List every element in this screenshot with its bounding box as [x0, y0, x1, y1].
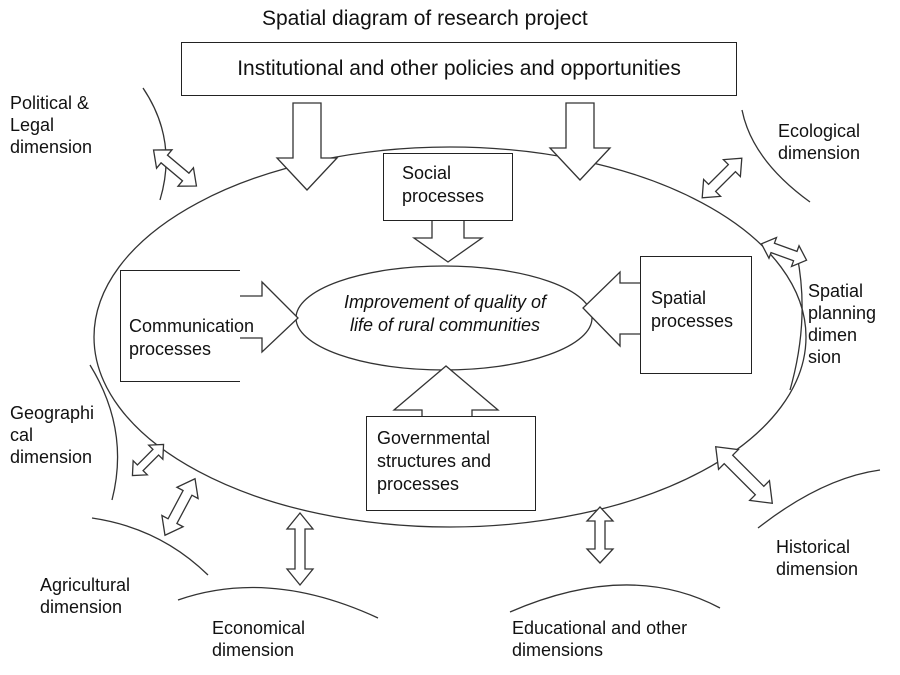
double-arrow-political	[152, 149, 198, 187]
historical-dimension-label: Historical dimension	[776, 537, 859, 579]
educational-dimension-label: Educational and other dimensions	[512, 618, 688, 660]
double-arrow-spatial-planning	[760, 236, 808, 268]
arc-ecological	[741, 109, 811, 203]
diagram-title: Spatial diagram of research project	[262, 7, 588, 30]
double-arrow-educational	[585, 506, 615, 564]
arc-economical	[177, 586, 379, 619]
arrow-spatial-left	[582, 270, 642, 348]
outer-ellipse	[93, 146, 807, 528]
arc-agricultural	[91, 517, 209, 576]
arc-political	[142, 87, 167, 201]
ecological-dimension-label: Ecological dimension	[778, 121, 861, 163]
arrow-policies-right	[548, 102, 612, 181]
double-arrow-agricultural	[161, 477, 199, 537]
double-arrow-geographical	[131, 443, 165, 477]
arc-historical	[757, 469, 881, 529]
double-arrow-historical	[714, 445, 774, 505]
arc-geographical	[89, 364, 119, 501]
arc-educational	[509, 584, 721, 613]
arrow-communication-right	[237, 280, 299, 354]
center-goal-text: Improvement of quality of life of rural …	[343, 292, 547, 335]
geographical-dimension-label: Geographi cal dimension	[10, 403, 95, 467]
double-arrow-ecological	[701, 157, 743, 199]
arrow-policies-left	[275, 102, 339, 191]
arrow-social-down	[411, 219, 485, 263]
spatial-processes-box: Spatial processes	[640, 256, 752, 374]
social-processes-box: Social processes	[383, 153, 513, 221]
double-arrow-economical	[285, 511, 315, 587]
spatial-planning-dimension-label: Spatial planning dimen sion	[808, 281, 877, 367]
arrow-governmental-up	[392, 365, 500, 419]
economical-dimension-label: Economical dimension	[212, 618, 306, 660]
communication-processes-box: Communication processes	[120, 270, 254, 382]
agricultural-dimension-label: Agricultural dimension	[40, 575, 131, 617]
arc-spatial-planning	[789, 254, 803, 391]
governmental-box: Governmental structures and processes	[366, 416, 536, 511]
political-legal-dimension-label: Political & Legal dimension	[10, 93, 93, 157]
policies-box: Institutional and other policies and opp…	[181, 42, 737, 96]
